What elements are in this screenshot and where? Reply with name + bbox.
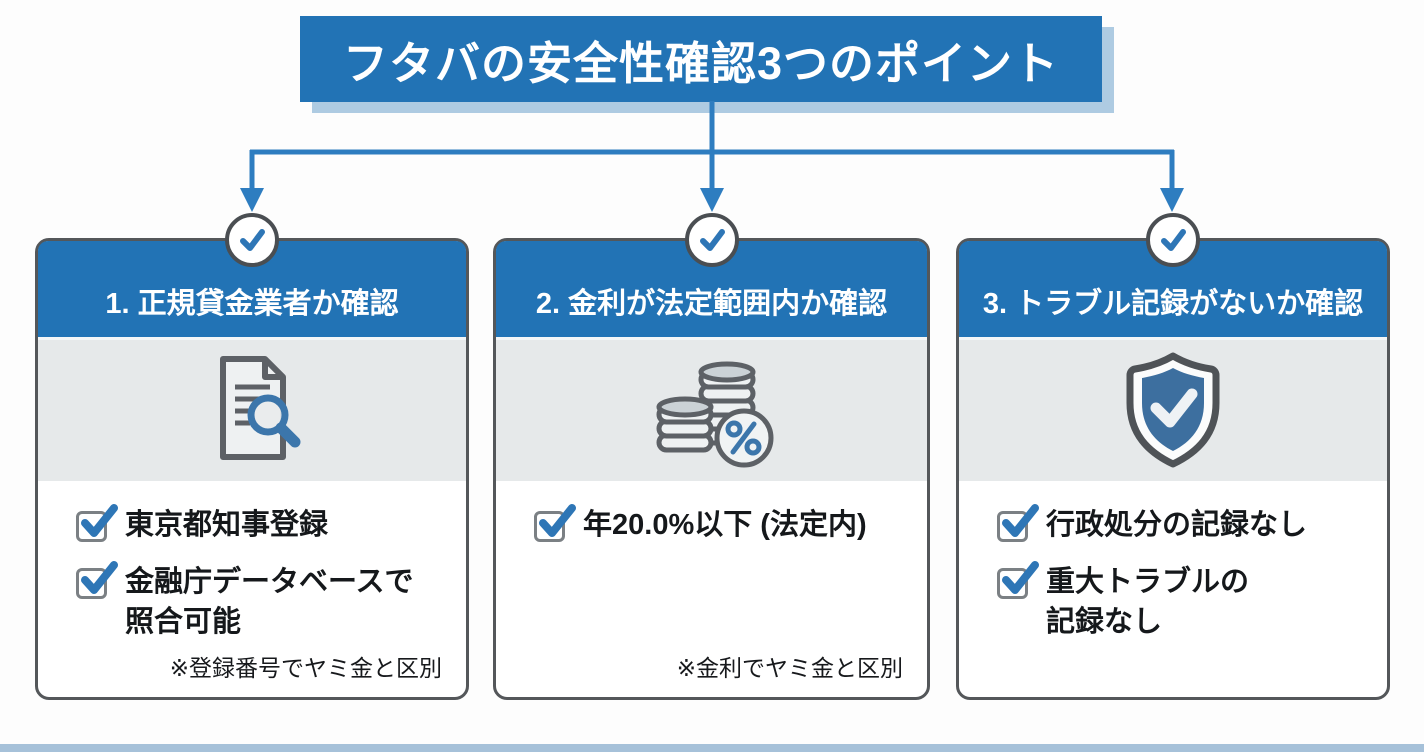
shield-check-icon [1126, 352, 1220, 467]
card-header: 1. 正規貸金業者か確認 [38, 241, 466, 337]
card-checklist: 年20.0%以下 (法定内) ※金利でヤミ金と区別 [496, 481, 927, 697]
card-note: ※金利でヤミ金と区別 [676, 655, 903, 681]
checklist-item: 年20.0%以下 (法定内) [534, 504, 907, 545]
checkbox-icon [534, 504, 576, 542]
card-icon-area [496, 337, 927, 481]
bottom-accent-bar [0, 744, 1424, 752]
checkmark-icon [240, 229, 265, 251]
check-circle-icon [225, 213, 279, 267]
checklist-item-label: 金融庁データベースで 照合可能 [125, 566, 414, 639]
checkbox-icon [997, 504, 1039, 542]
title-banner: フタバの安全性確認3つのポイント [300, 16, 1102, 102]
card-trouble-record-check: 3. トラブル記録がないか確認 行政処分の記録なし [956, 213, 1390, 700]
checkmark-icon [1161, 229, 1186, 251]
card-body: 3. トラブル記録がないか確認 行政処分の記録なし [959, 241, 1387, 697]
card-title: 2. 金利が法定範囲内か確認 [535, 288, 888, 320]
checklist-item-label: 重大トラブルの 記録なし [1046, 566, 1250, 639]
card-title: 1. 正規貸金業者か確認 [105, 288, 399, 320]
checkbox-icon [997, 561, 1039, 600]
document-search-icon [220, 355, 301, 460]
checklist-item: 金融庁データベースで 照合可能 [76, 561, 446, 642]
checkmark-icon [699, 229, 725, 251]
card-body: 2. 金利が法定範囲内か確認 [496, 241, 927, 697]
card-regulatory-lender-check: 1. 正規貸金業者か確認 [35, 213, 469, 700]
card-checklist: 行政処分の記録なし 重大トラブルの 記録なし [959, 481, 1387, 697]
checklist-item-label: 年20.0%以下 (法定内) [583, 509, 867, 541]
card-title: 3. トラブル記録がないか確認 [982, 288, 1364, 320]
checklist-item-label: 東京都知事登録 [125, 509, 329, 541]
coins-percent-icon [656, 361, 773, 467]
card-checklist: 東京都知事登録 金融庁データベースで 照合可能 ※登録番号でヤミ金と区別 [38, 481, 466, 697]
checkbox-icon [76, 561, 118, 600]
card-icon-area [959, 337, 1387, 481]
card-interest-rate-check: 2. 金利が法定範囲内か確認 [493, 213, 930, 700]
checklist-item: 重大トラブルの 記録なし [997, 561, 1367, 642]
checklist-item-label: 行政処分の記録なし [1046, 509, 1308, 541]
check-circle-icon [1146, 213, 1200, 267]
card-note: ※登録番号でヤミ金と区別 [169, 655, 442, 681]
card-body: 1. 正規貸金業者か確認 [38, 241, 466, 697]
checklist-item: 行政処分の記録なし [997, 504, 1367, 545]
checklist-item: 東京都知事登録 [76, 504, 446, 545]
checkbox-icon [76, 504, 118, 542]
check-circle-icon [684, 213, 739, 267]
card-icon-area [38, 337, 466, 481]
page-title: フタバの安全性確認3つのポイント [342, 37, 1060, 89]
